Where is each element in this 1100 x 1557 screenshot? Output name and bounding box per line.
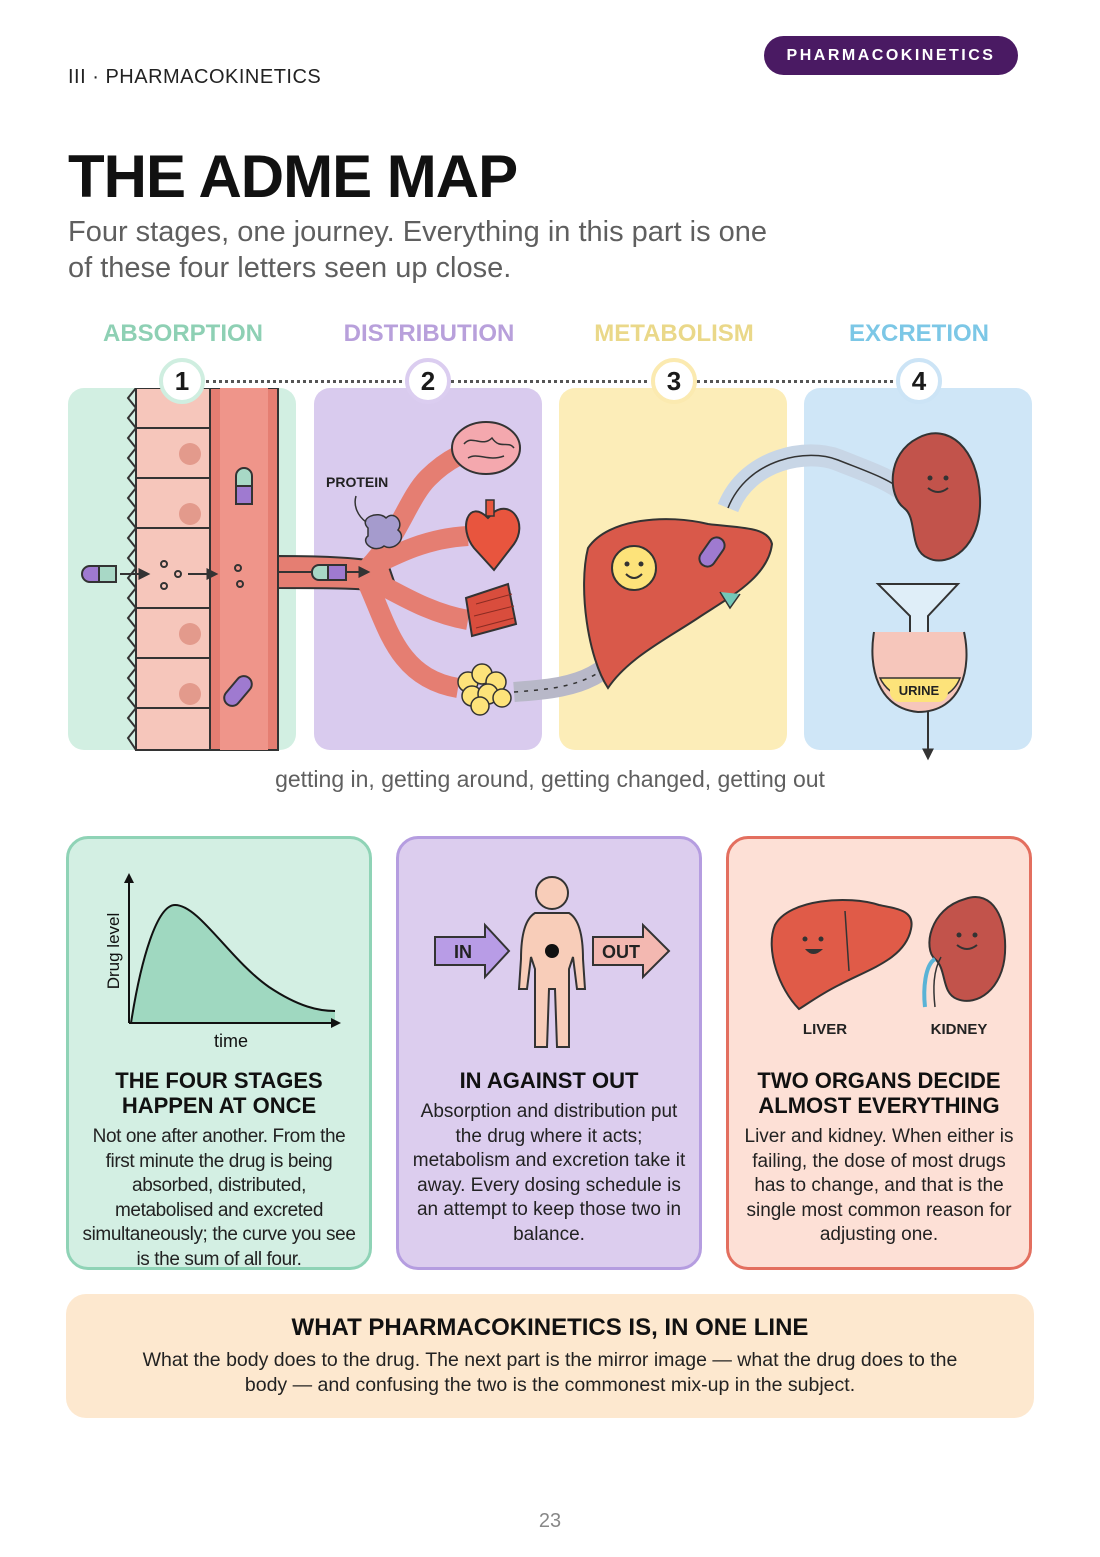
in-arrow-label: IN [454,942,472,962]
connector-1-2 [206,380,402,383]
in-out-body-diagram: IN OUT [434,876,671,1048]
kidney-label: KIDNEY [931,1021,988,1038]
section-label: III · PHARMACOKINETICS [68,66,322,88]
card-body: Absorption and distribution put the drug… [412,1101,686,1245]
summary-box: WHAT PHARMACOKINETICS IS, IN ONE LINE Wh… [66,1294,1034,1418]
page-number: 23 [538,1510,562,1532]
stage-name-metabolism: METABOLISM [594,320,754,347]
card-body: Not one after another. From the first mi… [82,1126,356,1270]
summary-body: What the body does to the drug. The next… [142,1349,958,1396]
kidney-icon [922,896,1007,1008]
page-subtitle: Four stages, one journey. Everything in … [68,216,768,284]
brain-icon [451,421,521,475]
summary-heading: WHAT PHARMACOKINETICS IS, IN ONE LINE [291,1314,809,1341]
protein-label: PROTEIN [326,474,388,490]
stage-name-distribution: DISTRIBUTION [343,320,515,347]
page-title: THE ADME MAP [68,143,518,210]
blood-vessels [209,388,479,751]
journey-caption: getting in, getting around, getting chan… [275,766,825,792]
stage-name-excretion: EXCRETION [848,320,989,347]
bladder-icon: URINE [871,631,968,761]
stage-badge-3: 3 [651,358,697,404]
stage-badge-1: 1 [159,358,205,404]
human-body-icon [517,876,587,1048]
gut-wall [126,388,211,751]
graph-ylabel: Drug level [104,913,123,990]
urine-label: URINE [899,683,940,698]
stage-badge-4: 4 [896,358,942,404]
card-heading: TWO ORGANS DECIDE ALMOST EVERYTHING [757,1068,1001,1118]
stage-name-absorption: ABSORPTION [102,320,263,347]
connector-2-3 [451,380,647,383]
card-four-stages: Drug level time THE FOUR STAGES HAPPEN A… [66,836,372,1270]
connector-3-4 [697,380,893,383]
liver-icon [583,518,774,690]
card-heading: IN AGAINST OUT [459,1068,639,1093]
card-heading: THE FOUR STAGES HAPPEN AT ONCE [115,1068,323,1118]
heart-icon [465,499,521,572]
graph-xlabel: time [214,1031,248,1051]
liver-icon [770,898,913,1011]
liver-kidney-diagram: LIVER KIDNEY [770,896,1007,1038]
chapter-chip: PHARMACOKINETICS [764,36,1018,75]
kidney-icon [891,432,982,562]
muscle-icon [464,582,518,638]
out-arrow-label: OUT [602,942,640,962]
fat-icon [457,663,512,716]
adme-journey-illustration: PROTEIN [81,388,982,761]
pill-entering [81,560,244,590]
card-in-against-out: IN OUT IN AGAINST OUT Absorption and dis… [396,836,702,1270]
protein-blob: PROTEIN [326,474,403,550]
card-two-organs: LIVER KIDNEY TWO ORGANS DECIDE ALMOST EV… [726,836,1032,1270]
card-body: Liver and kidney. When either is failing… [744,1126,1014,1245]
capsules-in-blood [223,467,347,707]
liver-label: LIVER [803,1021,847,1038]
drug-level-graph: Drug level time [104,873,341,1051]
stage-badge-2: 2 [405,358,451,404]
